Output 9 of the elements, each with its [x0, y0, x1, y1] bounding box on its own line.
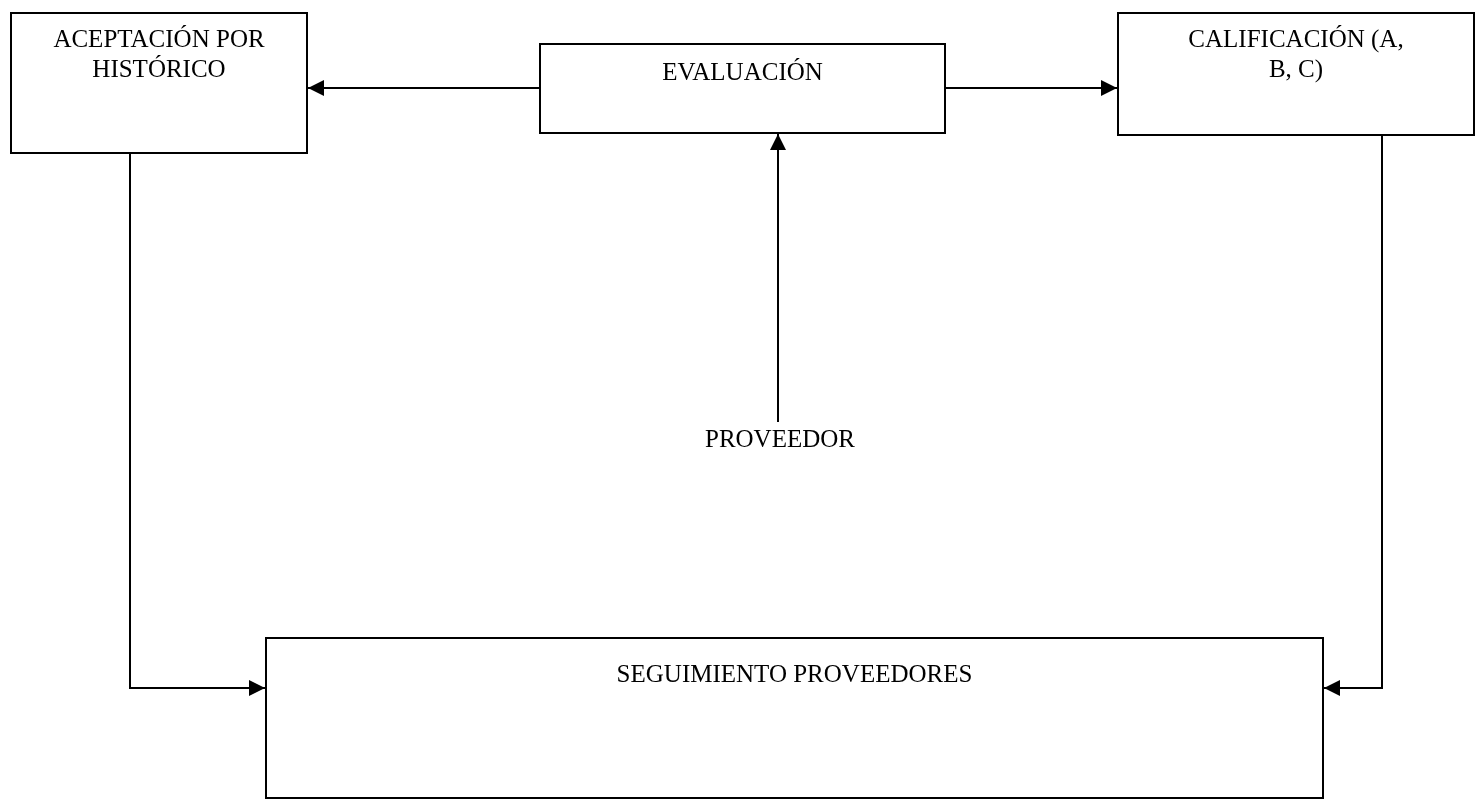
- arrow: [307, 80, 540, 96]
- arrow: [770, 133, 786, 423]
- arrow: [945, 80, 1118, 96]
- arrow: [1323, 135, 1383, 696]
- process-box: [10, 12, 308, 154]
- process-box: [539, 43, 946, 134]
- process-box: [1117, 12, 1475, 136]
- arrow: [129, 153, 266, 696]
- process-box: [265, 637, 1324, 799]
